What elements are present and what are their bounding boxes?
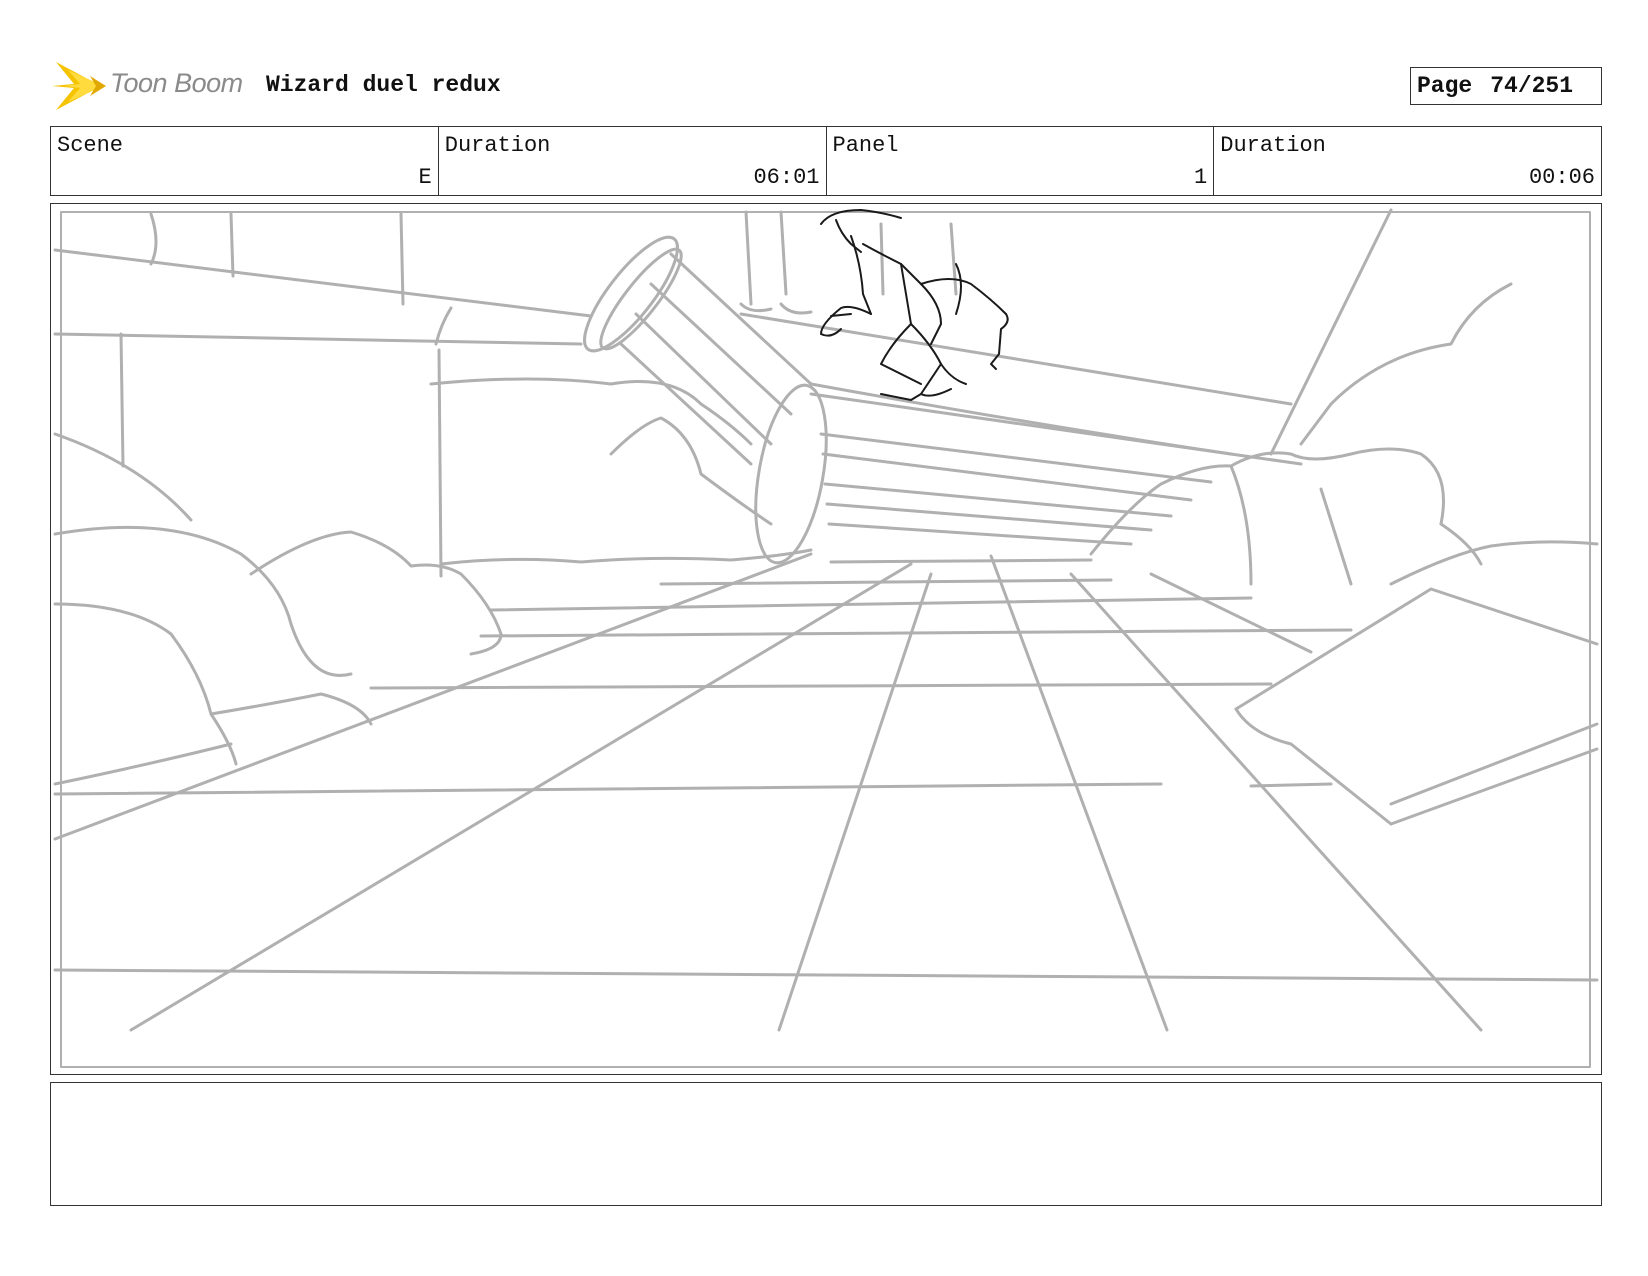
panel-duration-cell: Duration 00:06 — [1214, 127, 1601, 195]
column-line — [739, 302, 813, 315]
rock-outline — [209, 692, 373, 726]
slab-outline — [1389, 722, 1599, 806]
floor-line — [53, 552, 813, 841]
wall-line — [1269, 208, 1393, 456]
logo-text: Toon Boom — [110, 68, 243, 98]
slab-outline — [1234, 587, 1599, 711]
column-flute — [825, 502, 1153, 532]
rock-outline — [1299, 282, 1513, 446]
floor-line — [989, 554, 1169, 1032]
safe-frame — [60, 211, 1591, 1068]
scene-duration-value: 06:01 — [753, 165, 820, 190]
panel-caption-box — [50, 1082, 1602, 1206]
page-label: Page — [1417, 73, 1473, 99]
rock-outline — [53, 742, 233, 786]
floor-line — [369, 682, 1273, 690]
slab-outline — [1234, 707, 1393, 826]
rock-outline — [289, 622, 353, 677]
column-flute — [634, 312, 773, 446]
column-flute — [649, 282, 793, 416]
column-cap — [583, 235, 679, 353]
panel-duration-value: 00:06 — [1528, 165, 1595, 190]
column-flute — [827, 522, 1133, 546]
rock-outline — [53, 602, 238, 766]
column-flute — [823, 482, 1173, 518]
rock-outline — [1229, 464, 1253, 586]
slab-outline — [1389, 747, 1599, 826]
floor-line — [1149, 572, 1313, 654]
column-flute — [821, 452, 1193, 502]
project-title: Wizard duel redux — [266, 72, 501, 98]
floor-line — [489, 596, 1253, 612]
flame-logo-icon — [52, 62, 106, 110]
page-indicator: Page 74/251 — [1410, 67, 1602, 105]
beam-line — [149, 212, 158, 266]
column-cap — [599, 247, 683, 351]
column-flute — [619, 342, 753, 466]
scene-duration-label: Duration — [444, 133, 551, 158]
scene-value: E — [418, 165, 432, 190]
wall-line — [229, 212, 235, 278]
beam-line — [53, 332, 583, 346]
panel-sketch — [53, 208, 1599, 1068]
column-edge — [809, 382, 1233, 456]
rock-outline — [53, 525, 293, 626]
rock-outline — [439, 548, 813, 566]
scene-cell: Scene E — [51, 127, 439, 195]
storyboard-panel — [50, 203, 1602, 1075]
rock-outline — [429, 377, 753, 446]
floor-line — [777, 572, 933, 1032]
floor-line — [1249, 782, 1333, 788]
panel-cell: Panel 1 — [827, 127, 1215, 195]
floor-line — [1069, 572, 1483, 1032]
column-base — [754, 383, 828, 565]
column-flute — [819, 432, 1213, 484]
floor-line — [479, 628, 1353, 638]
rock-outline — [1389, 540, 1599, 586]
scene-duration-cell: Duration 06:01 — [439, 127, 827, 195]
panel-value: 1 — [1194, 165, 1208, 190]
beam-line — [53, 248, 593, 318]
column-edge — [739, 312, 1293, 406]
toon-boom-logo: Toon Boom — [52, 58, 252, 114]
rock-outline — [1089, 447, 1445, 556]
rock-outline — [53, 432, 193, 522]
beam-line — [434, 306, 453, 346]
floor-line — [53, 782, 1163, 796]
rock-outline — [249, 530, 503, 656]
wall-line — [119, 332, 125, 468]
rock-outline — [1439, 522, 1483, 566]
wall-line — [437, 348, 443, 578]
column-flute — [669, 252, 813, 386]
floor-line — [129, 562, 913, 1032]
panel-label: Panel — [832, 133, 899, 158]
column-line — [744, 210, 958, 306]
page-value: 74/251 — [1490, 73, 1574, 99]
panel-duration-label: Duration — [1220, 133, 1326, 158]
scene-info-row: Scene E Duration 06:01 Panel 1 Duration … — [50, 126, 1602, 196]
character-sketch — [820, 209, 1009, 401]
floor-line — [829, 558, 1093, 564]
floor-line — [53, 968, 1599, 982]
scene-label: Scene — [57, 133, 124, 158]
wall-line — [399, 212, 405, 306]
rock-outline — [609, 416, 773, 526]
rock-outline — [1319, 487, 1353, 586]
